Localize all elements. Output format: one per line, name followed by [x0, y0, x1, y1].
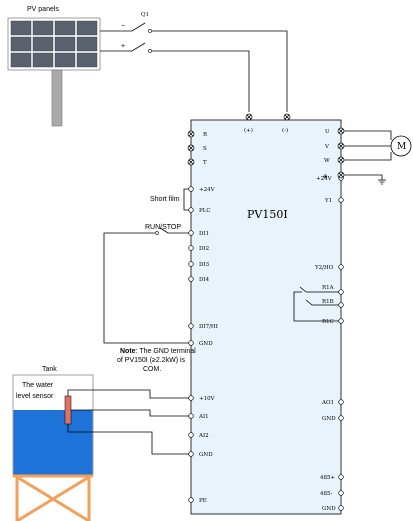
terminal-t: T: [187, 158, 207, 166]
svg-text:DI2: DI2: [199, 246, 209, 252]
svg-text:U: U: [325, 129, 330, 135]
motor-icon: M: [390, 135, 412, 157]
terminal-485-plus: 485+: [320, 474, 344, 481]
top-terminal-minus-label: (-): [282, 127, 288, 134]
drive-model-label: PV150I: [247, 208, 288, 221]
svg-text:Y1: Y1: [324, 198, 332, 204]
terminal-s: S: [187, 144, 207, 152]
pv-cell: [32, 36, 54, 52]
svg-text:DI1: DI1: [199, 231, 209, 237]
pv-cell: [10, 52, 32, 68]
svg-text:GND: GND: [199, 452, 213, 458]
terminal-gnd-485: GND: [322, 505, 344, 512]
terminal-gnd-right: GND: [322, 415, 344, 422]
svg-text:GND: GND: [322, 506, 336, 512]
svg-text:R1B: R1B: [322, 299, 334, 305]
svg-text:T: T: [203, 160, 207, 166]
relay-contacts: [293, 286, 339, 322]
run-stop-switch: RUN/STOP: [103, 224, 189, 344]
svg-text:COM.: COM.: [143, 366, 161, 373]
motor-label: M: [397, 142, 406, 152]
q1-label: Q1: [141, 12, 149, 18]
svg-text:DI3: DI3: [199, 262, 210, 268]
sensor-label-line2: level sensor: [16, 393, 54, 400]
svg-text:of PV150I (≥2.2kW) is: of PV150I (≥2.2kW) is: [117, 357, 186, 364]
water-tank: The water level sensor: [12, 374, 94, 476]
svg-text:R1C: R1C: [322, 319, 334, 325]
svg-text:GND: GND: [199, 341, 213, 347]
terminal-y1: Y1: [324, 197, 344, 204]
pv-cell: [54, 52, 76, 68]
svg-text:485+: 485+: [320, 475, 335, 481]
water-fill: [13, 410, 93, 475]
top-terminal-plus: (+): [244, 113, 253, 134]
pv-panels-label: PV panels: [27, 6, 59, 13]
pv-cell: [76, 20, 98, 36]
svg-text:V: V: [324, 144, 330, 150]
pv-minus-label: −: [121, 23, 125, 30]
pv-cell: [54, 20, 76, 36]
terminal-485-minus: 485-: [320, 490, 344, 497]
svg-text:Note: The GND terminal: Note: The GND terminal: [120, 348, 196, 355]
drive-body: [190, 119, 342, 515]
svg-text:R1A: R1A: [322, 285, 335, 291]
top-terminal-minus: (-): [282, 113, 291, 134]
svg-text:W: W: [324, 158, 330, 164]
level-sensor: [64, 395, 72, 425]
terminal-di3: DI3: [188, 261, 210, 268]
terminal-di2: DI2: [188, 245, 209, 252]
svg-text:R: R: [203, 132, 208, 138]
gnd-note: Note: The GND terminal of PV150I (≥2.2kW…: [117, 348, 196, 373]
terminal-r: R: [187, 130, 208, 138]
tank-stand: [13, 474, 93, 521]
top-terminal-plus-label: (+): [244, 127, 253, 134]
terminal-ai1: AI1: [188, 413, 209, 420]
svg-text:DI7/HI: DI7/HI: [199, 324, 218, 330]
pv-cell: [32, 20, 54, 36]
svg-text:Y2/HO: Y2/HO: [314, 265, 334, 271]
terminal-gnd-analog: GND: [188, 451, 213, 458]
pv-cell: [76, 52, 98, 68]
svg-text:AI2: AI2: [198, 433, 209, 439]
svg-text:AO1: AO1: [321, 400, 334, 406]
svg-text:PE: PE: [199, 498, 207, 504]
pv-cell: [76, 36, 98, 52]
terminal-di4: DI4: [188, 276, 210, 283]
sensor-wiring: [67, 389, 189, 455]
pv-panel-array: [7, 17, 101, 127]
svg-text:PLC: PLC: [199, 208, 211, 214]
sensor-label-line1: The water: [22, 382, 54, 389]
short-film-link: Short film: [150, 188, 189, 211]
short-film-label: Short film: [150, 196, 180, 203]
pv-plus-label: +: [121, 43, 125, 50]
terminal-ao1: AO1: [321, 399, 344, 406]
svg-text:485-: 485-: [320, 491, 332, 497]
svg-text:+10V: +10V: [199, 396, 216, 402]
pv-cell: [10, 20, 32, 36]
svg-text:+24V: +24V: [316, 176, 333, 182]
ground-symbol-label: ⊕: [323, 174, 328, 180]
terminal-pe: PE: [188, 497, 207, 504]
q1-switch: [100, 22, 288, 112]
motor-wiring: [344, 130, 392, 185]
svg-text:DI4: DI4: [199, 277, 210, 283]
terminal-di7-hi: DI7/HI: [188, 323, 218, 330]
terminal-u: U: [325, 127, 345, 135]
terminal-v: V: [324, 142, 345, 150]
run-stop-label: RUN/STOP: [145, 224, 181, 231]
pv-cell: [54, 36, 76, 52]
pv-cell: [10, 36, 32, 52]
svg-text:+24V: +24V: [199, 187, 216, 193]
terminal-y2-ho: Y2/HO: [314, 264, 344, 271]
svg-text:GND: GND: [322, 416, 336, 422]
pv-cell: [32, 52, 54, 68]
svg-text:S: S: [203, 146, 207, 152]
terminal-ai2: AI2: [188, 432, 209, 439]
tank-label: Tank: [42, 366, 57, 373]
svg-text:AI1: AI1: [198, 414, 209, 420]
pv-mount-pole: [51, 69, 63, 127]
